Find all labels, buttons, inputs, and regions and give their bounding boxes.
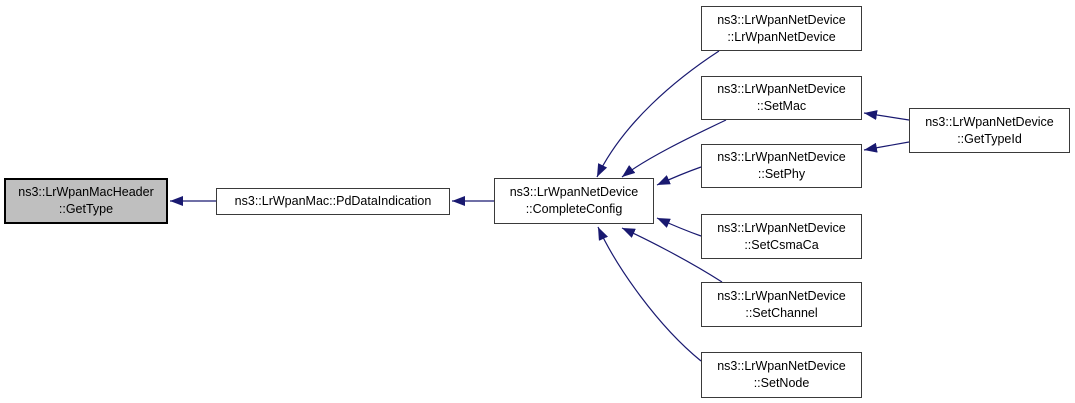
node-label: ::SetMac (756, 99, 807, 113)
node-label: ::GetType (58, 202, 114, 216)
node-gettype: ns3::LrWpanMacHeader ::GetType (4, 178, 168, 224)
edge-setphy-to-completeconfig (656, 166, 702, 186)
node-label: ::SetPhy (757, 167, 806, 181)
node-label: ns3::LrWpanMac::PdDataIndication (234, 194, 432, 208)
node-label: ns3::LrWpanNetDevice (717, 150, 846, 164)
node-label: ::SetCsmaCa (744, 237, 819, 252)
node-completeconfig[interactable]: ns3::LrWpanNetDevice ::CompleteConfig (494, 178, 654, 224)
edge-setchannel-to-completeconfig (621, 227, 723, 283)
node-label: ns3::LrWpanNetDevice (717, 220, 846, 235)
node-label: ns3::LrWpanNetDevice (717, 359, 846, 373)
node-setcsmaca[interactable]: ns3::LrWpanNetDevice ::SetCsmaCa (701, 214, 862, 259)
node-label: ::GetTypeId (957, 131, 1022, 146)
node-label: ns3::LrWpanNetDevice (925, 114, 1054, 129)
node-setmac[interactable]: ns3::LrWpanNetDevice ::SetMac (701, 76, 862, 120)
edge-setnode-to-completeconfig (597, 226, 702, 362)
node-label: ns3::LrWpanNetDevice (509, 185, 639, 199)
edge-gettypeid-to-setphy (863, 141, 910, 153)
node-label: ns3::LrWpanNetDevice (717, 12, 846, 27)
node-label: ::CompleteConfig (525, 202, 623, 216)
node-label: ::SetNode (753, 376, 810, 390)
node-lrwpannetdevice-constructor[interactable]: ns3::LrWpanNetDevice ::LrWpanNetDevice (701, 6, 862, 51)
node-setnode[interactable]: ns3::LrWpanNetDevice ::SetNode (701, 352, 862, 398)
node-label: ::SetChannel (745, 305, 818, 320)
edge-lrwpannetdevice-to-completeconfig (596, 50, 720, 178)
node-label: ns3::LrWpanMacHeader (18, 185, 154, 199)
node-pddataindication[interactable]: ns3::LrWpanMac::PdDataIndication (216, 188, 450, 215)
node-label: ns3::LrWpanNetDevice (717, 82, 846, 96)
node-label: ns3::LrWpanNetDevice (717, 288, 846, 303)
node-setphy[interactable]: ns3::LrWpanNetDevice ::SetPhy (701, 144, 862, 188)
edge-gettypeid-to-setmac (863, 110, 910, 121)
node-setchannel[interactable]: ns3::LrWpanNetDevice ::SetChannel (701, 282, 862, 327)
node-gettypeid[interactable]: ns3::LrWpanNetDevice ::GetTypeId (909, 108, 1070, 153)
node-label: ::LrWpanNetDevice (727, 29, 836, 44)
edge-setcsmaca-to-completeconfig (656, 217, 702, 237)
edge-setmac-to-completeconfig (621, 119, 727, 178)
